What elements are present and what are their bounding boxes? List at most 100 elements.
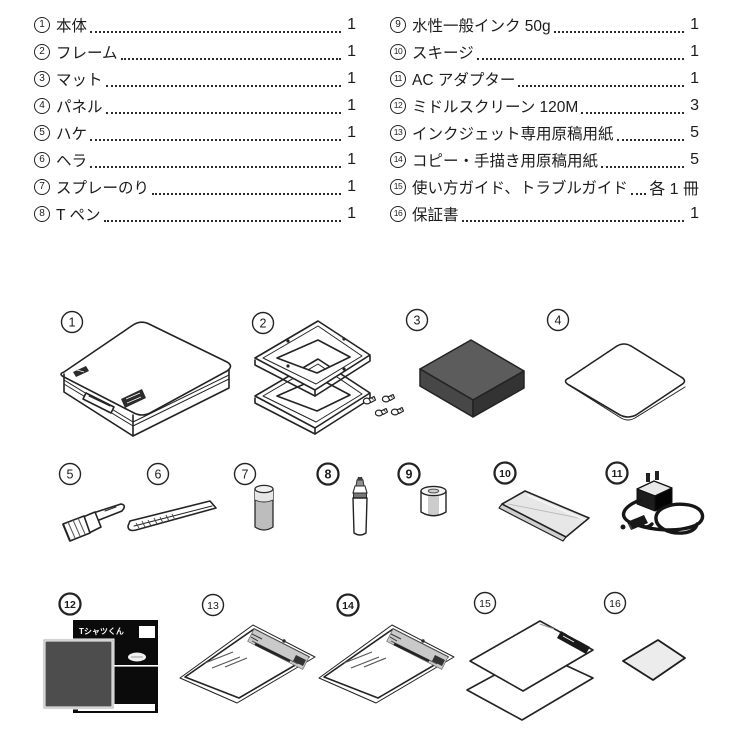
item-label: スキージ xyxy=(412,44,474,62)
svg-text:9: 9 xyxy=(406,468,413,482)
item-marker-1: 1 xyxy=(60,310,84,334)
item-marker-8: 8 xyxy=(316,462,340,486)
item-marker-16: 16 xyxy=(603,591,627,615)
item-marker-11: 11 xyxy=(605,461,629,485)
item-number-badge: 7 xyxy=(34,178,50,195)
leader-dots xyxy=(120,43,341,60)
list-item: 15 使い方ガイド、トラブルガイド 各 1 冊 xyxy=(390,173,699,200)
leader-dots xyxy=(105,97,341,114)
item-qty: 各 1 冊 xyxy=(649,180,699,198)
illustration-frames xyxy=(254,320,405,435)
list-item: 6 ヘラ 1 xyxy=(34,146,356,173)
screen-package-logo: Tシャツくん xyxy=(79,627,124,636)
list-item: 12 ミドルスクリーン 120M 3 xyxy=(390,92,699,119)
list-item: 9 水性一般インク 50g 1 xyxy=(390,11,699,38)
item-qty: 5 xyxy=(690,150,699,168)
item-number-badge: 3 xyxy=(34,70,50,87)
svg-text:7: 7 xyxy=(242,468,249,482)
item-label: ヘラ xyxy=(56,152,88,170)
list-item: 5 ハケ 1 xyxy=(34,119,356,146)
item-marker-2: 2 xyxy=(251,311,275,335)
illustration-panel xyxy=(564,343,686,421)
item-marker-9: 9 xyxy=(397,462,421,486)
item-marker-12: 12 xyxy=(58,592,82,616)
frame-clip xyxy=(381,393,396,403)
item-number-badge: 5 xyxy=(34,124,50,141)
frame-clip xyxy=(374,407,389,417)
item-label: T ペン xyxy=(56,206,101,224)
illustration-warranty xyxy=(622,639,686,681)
item-label: インクジェット専用原稿用紙 xyxy=(412,125,614,143)
svg-text:4: 4 xyxy=(555,314,562,328)
item-marker-10: 10 xyxy=(493,461,517,485)
svg-text:8: 8 xyxy=(325,468,332,482)
item-label: AC アダプター xyxy=(412,71,516,89)
item-label: 水性一般インク 50g xyxy=(412,17,551,35)
contents-list-column-2: 9 水性一般インク 50g 1 10 スキージ 1 11 AC アダプター 1 … xyxy=(390,11,699,227)
item-number-badge: 4 xyxy=(34,97,50,114)
leader-dots xyxy=(553,16,684,33)
item-number-badge: 6 xyxy=(34,151,50,168)
item-qty: 1 xyxy=(347,177,356,195)
item-qty: 1 xyxy=(690,69,699,87)
svg-text:11: 11 xyxy=(611,468,622,480)
leader-dots xyxy=(581,97,684,114)
leader-dots xyxy=(90,124,341,141)
item-marker-5: 5 xyxy=(58,462,82,486)
item-number-badge: 13 xyxy=(390,124,406,141)
item-marker-14: 14 xyxy=(336,593,360,617)
item-label: フレーム xyxy=(56,44,118,62)
svg-text:14: 14 xyxy=(342,600,354,612)
svg-text:10: 10 xyxy=(499,468,511,480)
leader-dots xyxy=(90,151,341,168)
leader-dots xyxy=(105,70,341,87)
item-qty: 1 xyxy=(347,150,356,168)
frame-clip xyxy=(390,406,405,416)
list-item: 11 AC アダプター 1 xyxy=(390,65,699,92)
contents-list-column-1: 1 本体 1 2 フレーム 1 3 マット 1 4 パネル 1 xyxy=(34,11,356,227)
item-number-badge: 15 xyxy=(390,178,406,195)
contents-list: 1 本体 1 2 フレーム 1 3 マット 1 4 パネル 1 xyxy=(34,11,699,227)
illustration-brush xyxy=(62,503,126,542)
leader-dots xyxy=(152,178,341,195)
item-label: 使い方ガイド、トラブルガイド xyxy=(412,179,628,197)
list-item: 7 スプレーのり 1 xyxy=(34,173,356,200)
item-marker-13: 13 xyxy=(201,593,225,617)
svg-text:15: 15 xyxy=(479,598,491,610)
list-item: 4 パネル 1 xyxy=(34,92,356,119)
item-qty: 1 xyxy=(347,15,356,33)
item-number-badge: 16 xyxy=(390,205,406,222)
leader-dots xyxy=(461,205,684,222)
item-label: コピー・手描き用原稿用紙 xyxy=(412,152,599,170)
illustration-middle-screen: Tシャツくん xyxy=(42,620,158,713)
svg-text:3: 3 xyxy=(414,314,421,328)
item-number-badge: 2 xyxy=(34,43,50,60)
item-qty: 1 xyxy=(347,69,356,87)
svg-text:12: 12 xyxy=(64,599,76,611)
list-item: 13 インクジェット専用原稿用紙 5 xyxy=(390,119,699,146)
item-label: 保証書 xyxy=(412,206,459,224)
item-label: ミドルスクリーン 120M xyxy=(412,98,579,116)
svg-text:1: 1 xyxy=(69,316,76,330)
item-marker-15: 15 xyxy=(473,591,497,615)
item-number-badge: 12 xyxy=(390,97,406,114)
item-number-badge: 14 xyxy=(390,151,406,168)
leader-dots xyxy=(90,16,341,33)
item-marker-7: 7 xyxy=(233,462,257,486)
item-qty: 3 xyxy=(690,96,699,114)
item-label: パネル xyxy=(56,98,103,116)
illustration-ac-adapter xyxy=(620,471,705,535)
item-qty: 1 xyxy=(690,42,699,60)
item-label: ハケ xyxy=(56,125,88,143)
illustration-mat xyxy=(419,339,525,418)
item-qty: 5 xyxy=(690,123,699,141)
item-number-badge: 8 xyxy=(34,205,50,222)
list-item: 3 マット 1 xyxy=(34,65,356,92)
leader-dots xyxy=(476,43,684,60)
svg-text:13: 13 xyxy=(207,600,219,612)
item-qty: 1 xyxy=(347,123,356,141)
leader-dots xyxy=(518,70,684,87)
list-item: 2 フレーム 1 xyxy=(34,38,356,65)
item-number-badge: 11 xyxy=(390,70,406,87)
leader-dots xyxy=(103,205,341,222)
